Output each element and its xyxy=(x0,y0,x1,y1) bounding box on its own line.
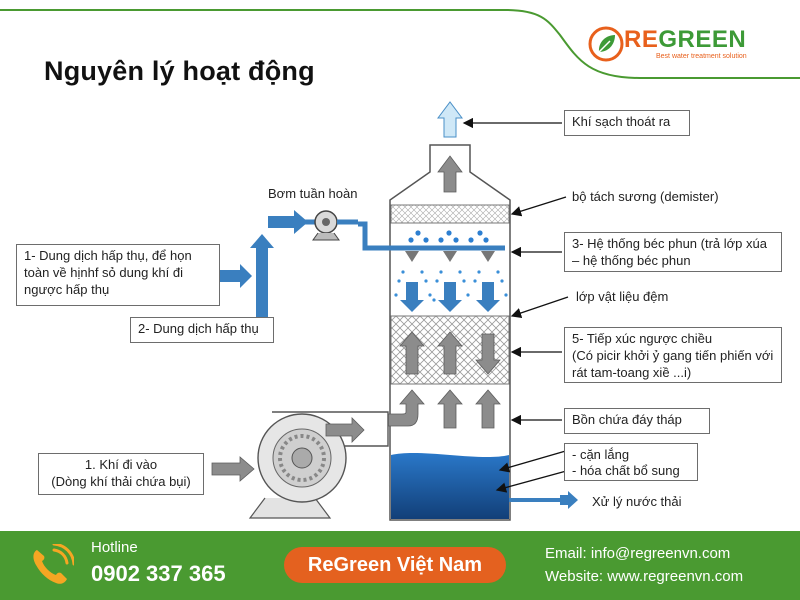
spray-mist xyxy=(394,270,508,302)
logo-tagline: Best water treatment solution xyxy=(656,53,747,60)
demister-layer xyxy=(390,204,510,224)
blower-outlet-arrow xyxy=(325,417,365,443)
logo-wordmark: REGREEN xyxy=(624,26,747,53)
sediment-box: - cặn lắng - hóa chất bổ sung xyxy=(564,443,698,481)
clean-gas-box: Khí sạch thoát ra xyxy=(564,110,690,136)
wastewater-label: Xử lý nước thải xyxy=(592,494,682,509)
countercurrent-box: 5- Tiếp xúc ngược chiều (Có picir khởi ỷ… xyxy=(564,327,782,383)
gas-inlet-arrow xyxy=(211,456,255,482)
bottom-water xyxy=(391,452,509,519)
packing-gas-arrows xyxy=(399,331,501,375)
hotline-label: Hotline xyxy=(91,539,138,556)
wastewater-arrow xyxy=(560,491,578,509)
leader-lines xyxy=(462,117,577,493)
gas-inlet-box: 1. Khí đi vào (Dòng khí thải chứa bụi) xyxy=(38,453,204,495)
clean-gas-arrow xyxy=(437,101,463,138)
contact-footer: Hotline 0902 337 365 ReGreen Việt Nam Em… xyxy=(0,531,800,600)
pump-label: Bơm tuần hoàn xyxy=(268,186,358,201)
spray-nozzles xyxy=(405,251,495,262)
outlet-gas-arrow xyxy=(437,155,463,193)
page-title: Nguyên lý hoạt động xyxy=(44,56,315,86)
blower-fan xyxy=(248,411,389,519)
demister-label: bộ tách sương (demister) xyxy=(572,189,719,204)
leaf-logo-icon xyxy=(588,26,624,62)
hotline-number[interactable]: 0902 337 365 xyxy=(91,561,226,586)
header-green-curve xyxy=(0,9,800,79)
circulation-pump xyxy=(305,210,358,241)
scrubber-tower xyxy=(389,144,511,521)
regreen-logo: REGREEN Best water treatment solution xyxy=(588,22,768,66)
spray-system-box: 3- Hệ thống béc phun (trả lớp xúa – hệ t… xyxy=(564,232,782,272)
water-droplets xyxy=(408,230,489,243)
packing-label: lớp vật liệu đệm xyxy=(576,289,669,304)
brand-badge: ReGreen Việt Nam xyxy=(284,547,506,583)
email-link[interactable]: Email: info@regreenvn.com xyxy=(545,545,731,562)
phone-icon xyxy=(33,544,74,584)
absorbent-solution-box: 2- Dung dịch hấp thụ xyxy=(130,317,274,343)
absorbent-note-box: 1- Dung dịch hấp thụ, để họn toàn về hịn… xyxy=(16,244,220,306)
pump-inlet-arrow xyxy=(268,210,308,234)
spray-down-arrows xyxy=(400,282,500,312)
bottom-tank-box: Bồn chứa đáy tháp xyxy=(564,408,710,434)
website-link[interactable]: Website: www.regreenvn.com xyxy=(545,568,744,585)
absorbent-rise-arrow xyxy=(250,234,274,318)
rising-gas-arrows xyxy=(387,389,501,429)
absorbent-feed-arrow xyxy=(220,264,252,288)
spray-header-pipe xyxy=(358,221,505,251)
